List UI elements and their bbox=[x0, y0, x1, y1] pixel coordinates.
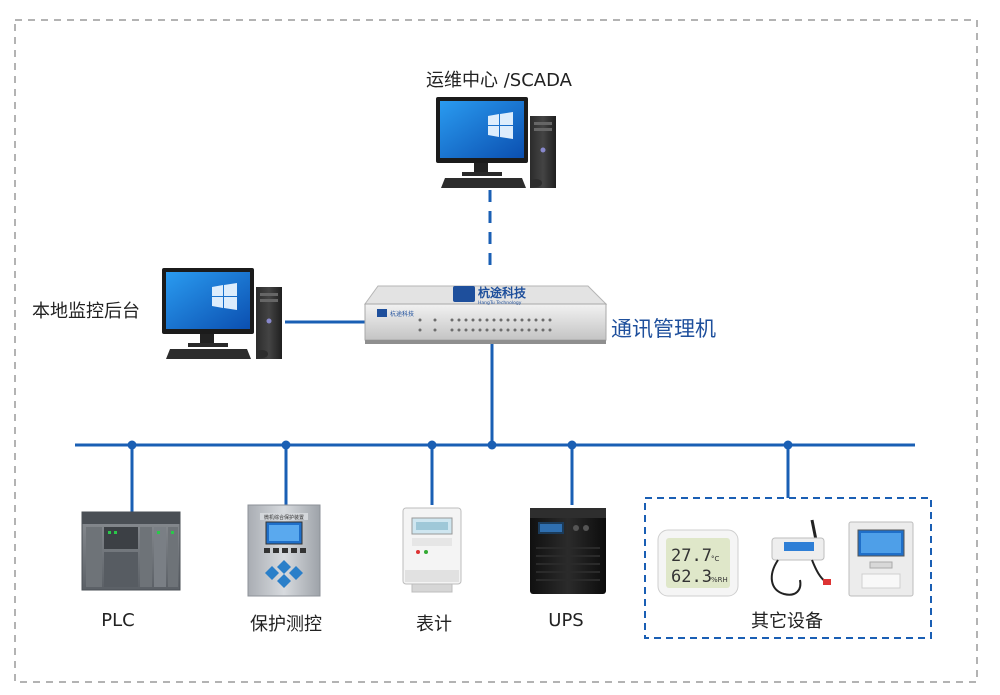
local-computer-icon bbox=[162, 268, 282, 359]
local-monitor-label: 本地监控后台 bbox=[32, 301, 140, 322]
gateway-label: 通讯管理机 bbox=[611, 317, 716, 341]
ups-device-icon bbox=[530, 508, 606, 594]
scada-computer-icon bbox=[436, 97, 556, 188]
gateway-brand-cn: 杭途科技 bbox=[478, 285, 527, 300]
meter-label: 表计 bbox=[416, 614, 452, 635]
gateway-rack-icon: 杭途科技 HangTu Technology 杭途科技 bbox=[364, 285, 608, 344]
protection-label: 保护测控 bbox=[250, 614, 322, 635]
protection-title: 微机综合保护装置 bbox=[264, 514, 304, 521]
hygro-rh-unit: %RH bbox=[711, 576, 728, 584]
other-devices-group-frame bbox=[644, 497, 932, 639]
plc-device-icon bbox=[81, 511, 181, 591]
hygro-temp-value: 27.7 bbox=[671, 546, 712, 566]
gateway-panel-brand: 杭途科技 bbox=[390, 310, 414, 318]
outer-frame bbox=[14, 19, 978, 683]
gateway-brand-en: HangTu Technology bbox=[478, 300, 522, 306]
hygrometer-device-icon: 27.7 °C 62.3 %RH bbox=[657, 529, 739, 597]
wireless-sensor-device-icon bbox=[770, 519, 831, 596]
ups-label: UPS bbox=[548, 610, 584, 631]
bus-junctions bbox=[127, 440, 793, 450]
control-cabinet-device-icon bbox=[848, 521, 914, 597]
other-devices-label: 其它设备 bbox=[751, 611, 823, 632]
protection-device-icon: 微机综合保护装置 bbox=[247, 504, 321, 597]
plc-label: PLC bbox=[101, 610, 135, 631]
hygro-temp-unit: °C bbox=[711, 555, 720, 563]
meter-device-icon bbox=[402, 507, 462, 593]
hygro-rh-value: 62.3 bbox=[671, 567, 712, 587]
scada-label: 运维中心 /SCADA bbox=[426, 70, 572, 91]
